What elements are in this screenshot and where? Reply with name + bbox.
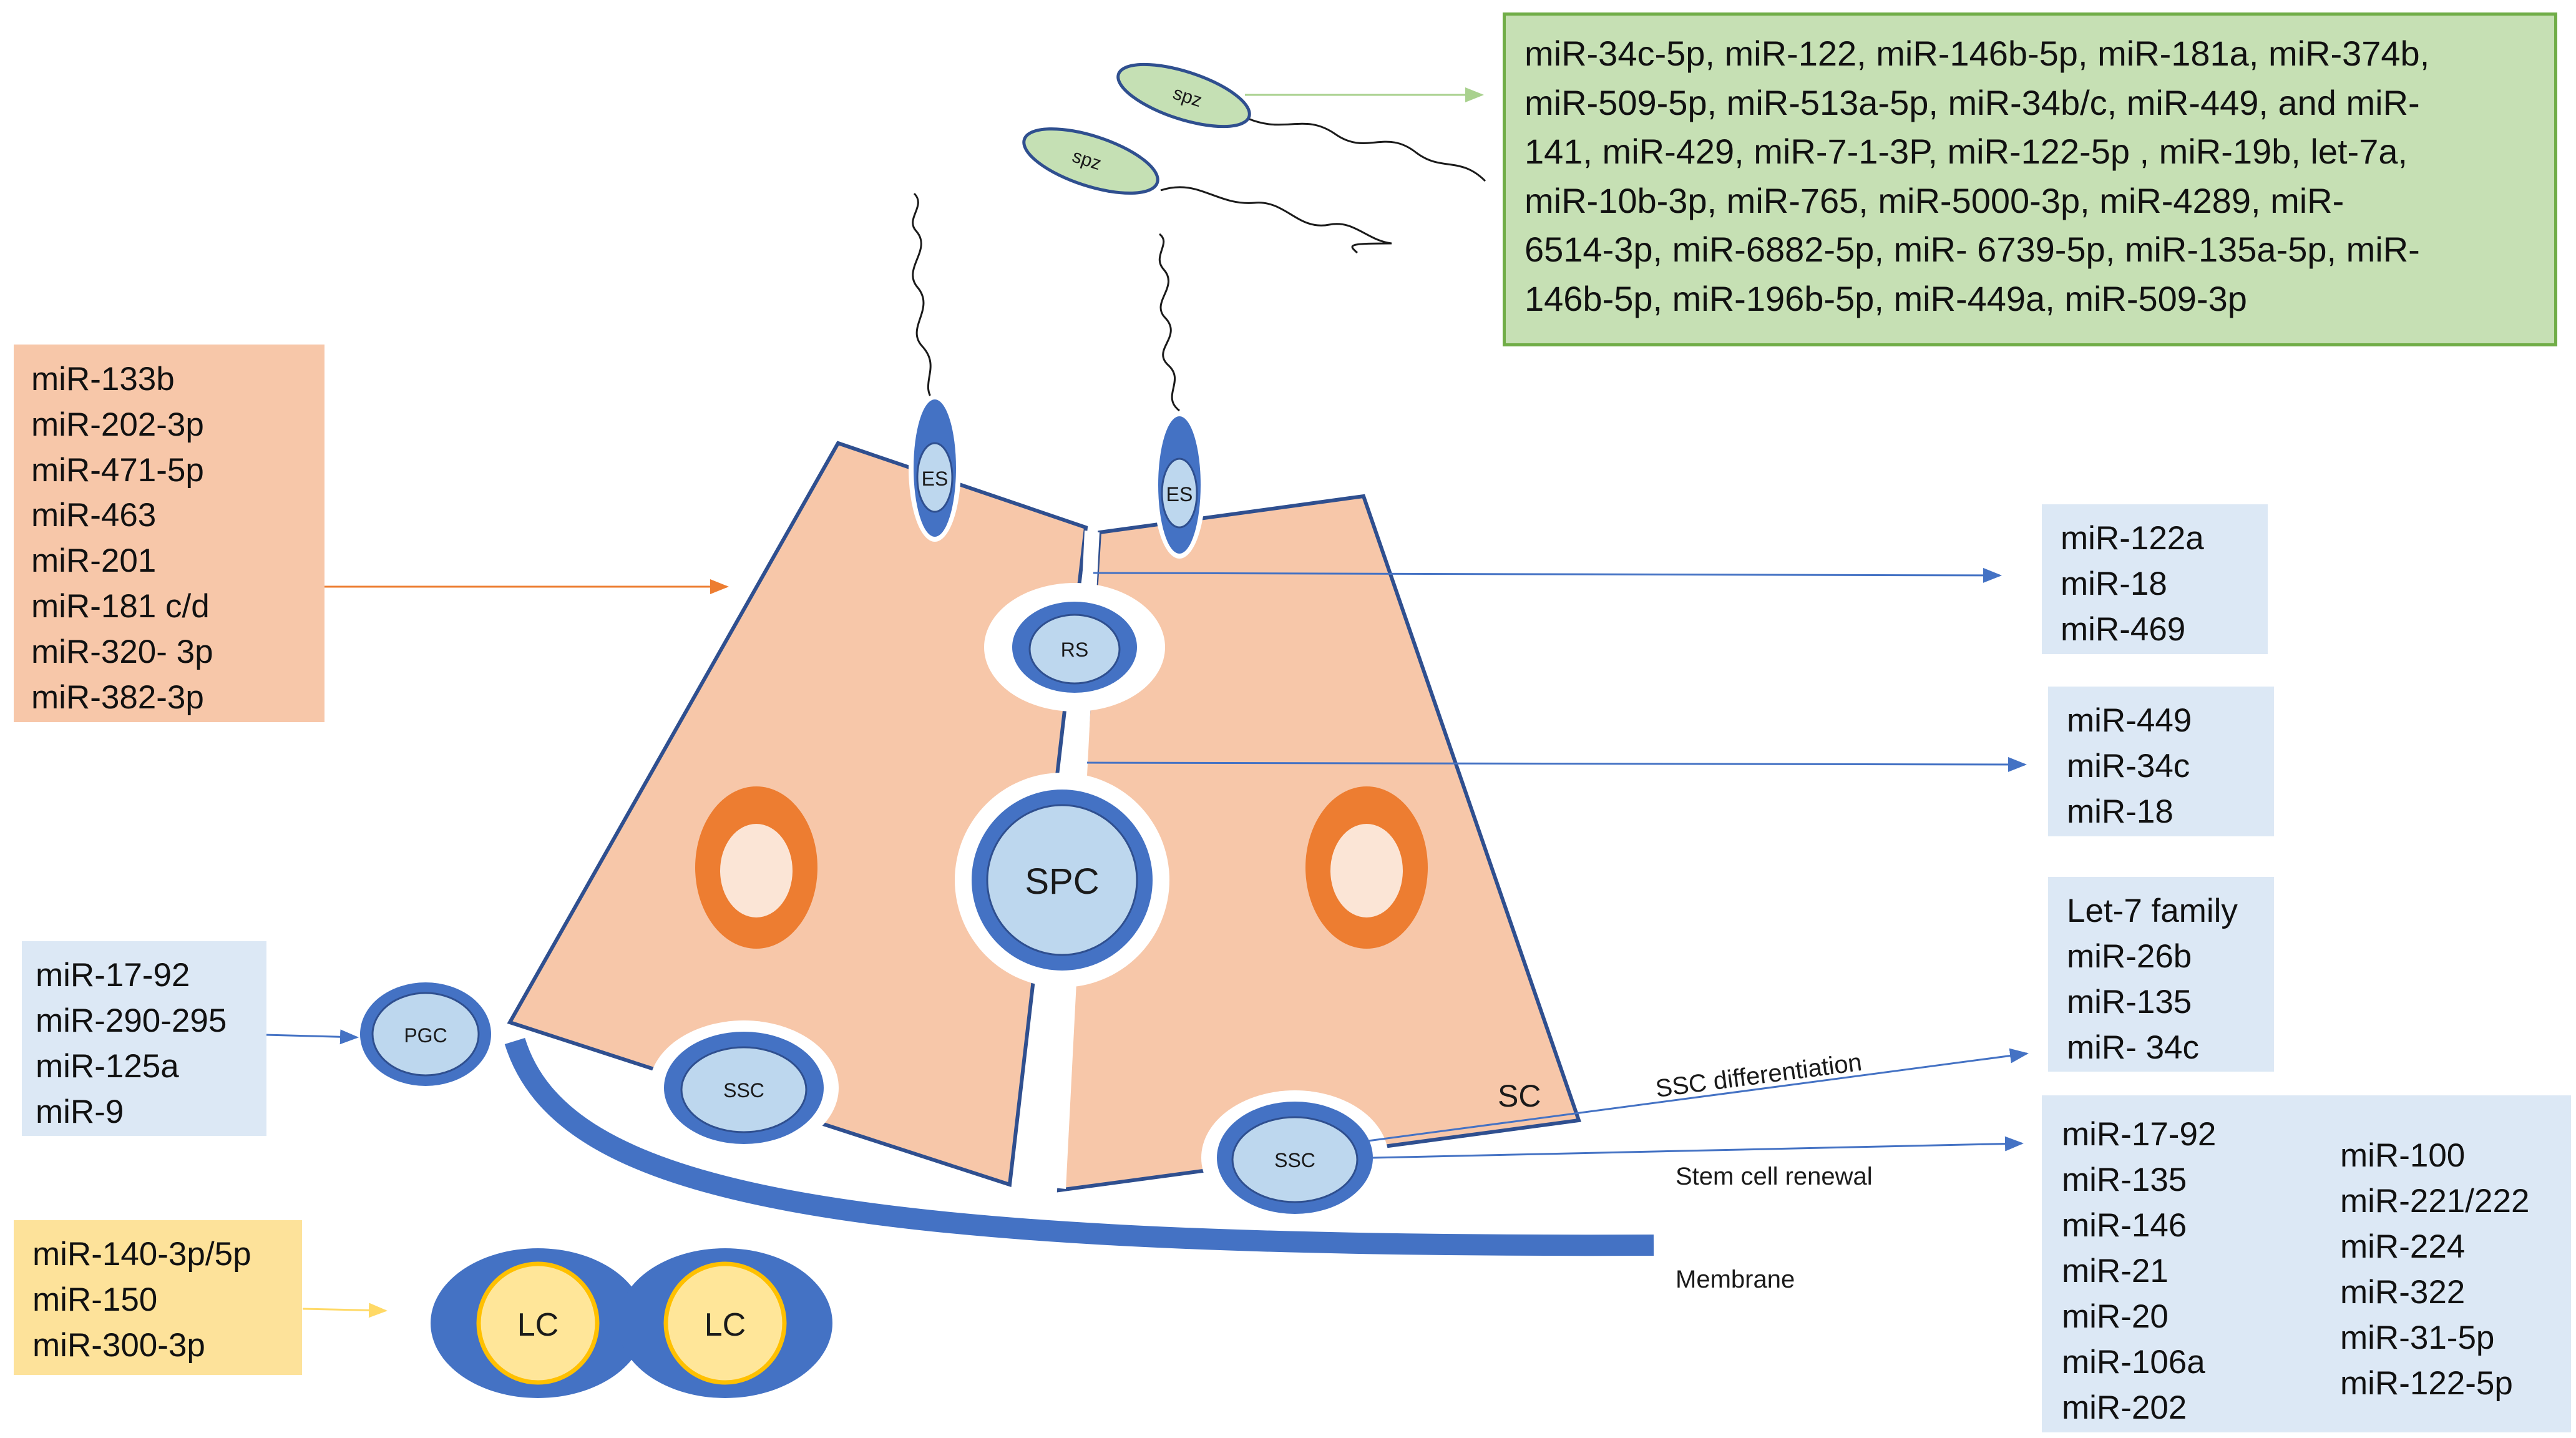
spc-label: SPC <box>1025 861 1099 902</box>
renewal-mirna-item: miR-17-92 <box>2062 1116 2217 1153</box>
ssc-left-label: SSC <box>723 1079 764 1102</box>
sertoli-mirna-item: miR-133b <box>31 361 175 398</box>
renewal-mirna-box: miR-17-92 miR-135 miR-146 miR-21 miR-20 … <box>2042 1095 2571 1432</box>
pgc-mirna-box: miR-17-92 miR-290-295 miR-125a miR-9 <box>22 941 266 1136</box>
pgc-mirna-item: miR-290-295 <box>36 1002 227 1039</box>
sc-label: SC <box>1498 1078 1541 1113</box>
spermatozoon-top <box>1116 62 1251 129</box>
stem-cell-renewal-label: Stem cell renewal <box>1676 1163 1873 1190</box>
spc-mirna-item: miR-449 <box>2067 702 2192 739</box>
renewal-mirna-column-1: miR-17-92 miR-135 miR-146 miR-21 miR-20 … <box>2062 1112 2216 1431</box>
renewal-mirna-item: miR-202 <box>2062 1389 2187 1426</box>
basement-membrane <box>504 1037 1654 1256</box>
sertoli-nucleolus-right <box>1330 824 1403 917</box>
rs-label: RS <box>1061 638 1088 661</box>
spz-mirna-box: miR-34c-5p, miR-122, miR-146b-5p, miR-18… <box>1503 12 2557 346</box>
rs-mirna-item: miR-122a <box>2061 520 2204 557</box>
spc-mirna-box: miR-449 miR-34c miR-18 <box>2048 687 2274 836</box>
elongated-spermatid-left-inner <box>916 442 954 513</box>
renewal-mirna-column-2: miR-100 miR-221/222 miR-224 miR-322 miR-… <box>2340 1133 2529 1406</box>
sertoli-nucleolus-left <box>720 824 793 917</box>
leydig-cell-left-inner <box>476 1261 600 1385</box>
ssc-differentiation-label: SSC differentiation <box>1654 1049 1863 1103</box>
differentiation-mirna-item: Let-7 family <box>2067 893 2238 929</box>
arrow-lc <box>302 1303 388 1318</box>
spc-mirna-item: miR-18 <box>2067 793 2174 830</box>
renewal-mirna-item: miR-322 <box>2340 1274 2466 1311</box>
spermatocyte-inner <box>986 804 1138 956</box>
renewal-mirna-item: miR-221/222 <box>2340 1183 2530 1220</box>
differentiation-mirna-item: miR-26b <box>2067 938 2192 975</box>
lc-mirna-item: miR-300-3p <box>32 1327 205 1364</box>
renewal-mirna-item: miR-146 <box>2062 1207 2187 1244</box>
spz-mirna-line: 6514-3p, miR-6882-5p, miR- 6739-5p, miR-… <box>1525 230 2420 269</box>
flagellum-es-right <box>1158 233 1180 412</box>
sertoli-mirna-item: miR-320- 3p <box>31 633 213 670</box>
sertoli-mirna-item: miR-463 <box>31 497 157 534</box>
renewal-mirna-item: miR-224 <box>2340 1228 2466 1265</box>
sertoli-mirna-box: miR-133b miR-202-3p miR-471-5p miR-463 m… <box>14 345 324 722</box>
lc-mirna-box: miR-140-3p/5p miR-150 miR-300-3p <box>14 1220 302 1375</box>
flagellum-es-left <box>912 192 936 404</box>
spermatozoon-bottom <box>1022 127 1159 195</box>
lc-left-label: LC <box>517 1307 559 1343</box>
ssc-right-label: SSC <box>1274 1149 1315 1171</box>
renewal-mirna-item: miR-20 <box>2062 1298 2169 1335</box>
spc-mirna-item: miR-34c <box>2067 748 2190 785</box>
pgc-mirna-item: miR-125a <box>36 1048 179 1085</box>
elongated-spermatid-right-inner <box>1161 457 1198 529</box>
sertoli-mirna-item: miR-471-5p <box>31 451 204 489</box>
rs-mirna-item: miR-18 <box>2061 565 2167 602</box>
es-right-label: ES <box>1166 483 1193 506</box>
differentiation-mirna-item: miR-135 <box>2067 984 2192 1020</box>
renewal-mirna-item: miR-31-5p <box>2340 1319 2495 1356</box>
lc-right-label: LC <box>705 1307 746 1343</box>
pgc-mirna-item: miR-9 <box>36 1093 124 1130</box>
pgc-mirna-item: miR-17-92 <box>36 957 190 994</box>
arrow-stem-cell-renewal <box>1372 1136 2024 1159</box>
renewal-mirna-item: miR-135 <box>2062 1162 2187 1198</box>
spz-mirna-line: miR-34c-5p, miR-122, miR-146b-5p, miR-18… <box>1525 34 2430 73</box>
membrane-label: Membrane <box>1676 1266 1795 1293</box>
arrow-rs <box>1093 567 2002 583</box>
spz-mirna-line: 146b-5p, miR-196b-5p, miR-449a, miR-509-… <box>1525 278 2247 318</box>
spz-mirna-line: miR-509-5p, miR-513a-5p, miR-34b/c, miR-… <box>1525 82 2420 122</box>
rs-mirna-box: miR-122a miR-18 miR-469 <box>2042 504 2268 654</box>
sertoli-mirna-item: miR-382-3p <box>31 678 204 716</box>
flagellum-spz-bottom <box>1160 186 1392 254</box>
flagellum-spz-top <box>1247 117 1486 182</box>
spz-mirna-line: 141, miR-429, miR-7-1-3P, miR-122-5p , m… <box>1525 132 2408 171</box>
es-left-label: ES <box>922 467 949 490</box>
lc-mirna-item: miR-150 <box>32 1281 158 1318</box>
ssc-left-inner <box>680 1046 807 1133</box>
renewal-mirna-item: miR-122-5p <box>2340 1365 2513 1402</box>
renewal-mirna-item: miR-100 <box>2340 1137 2466 1174</box>
ssc-right-inner <box>1231 1116 1359 1203</box>
spz-mirna-line: miR-10b-3p, miR-765, miR-5000-3p, miR-42… <box>1525 180 2344 220</box>
leydig-cell-right-inner <box>663 1261 787 1385</box>
lc-mirna-item: miR-140-3p/5p <box>32 1236 251 1273</box>
arrow-pgc <box>265 1029 359 1045</box>
rs-mirna-item: miR-469 <box>2061 611 2186 648</box>
sertoli-mirna-item: miR-181 c/d <box>31 587 210 625</box>
sertoli-mirna-item: miR-201 <box>31 542 157 580</box>
primordial-germ-cell-inner <box>371 992 480 1077</box>
renewal-mirna-item: miR-21 <box>2062 1253 2169 1289</box>
sertoli-mirna-item: miR-202-3p <box>31 406 204 443</box>
arrow-ssc-differentiation <box>1367 1048 2029 1142</box>
arrow-spc <box>1086 756 2027 772</box>
differentiation-mirna-item: miR- 34c <box>2067 1029 2200 1066</box>
renewal-mirna-item: miR-106a <box>2062 1344 2205 1381</box>
round-spermatid-inner <box>1028 614 1121 685</box>
differentiation-mirna-box: Let-7 family miR-26b miR-135 miR- 34c <box>2048 877 2274 1072</box>
pgc-label: PGC <box>404 1024 447 1047</box>
